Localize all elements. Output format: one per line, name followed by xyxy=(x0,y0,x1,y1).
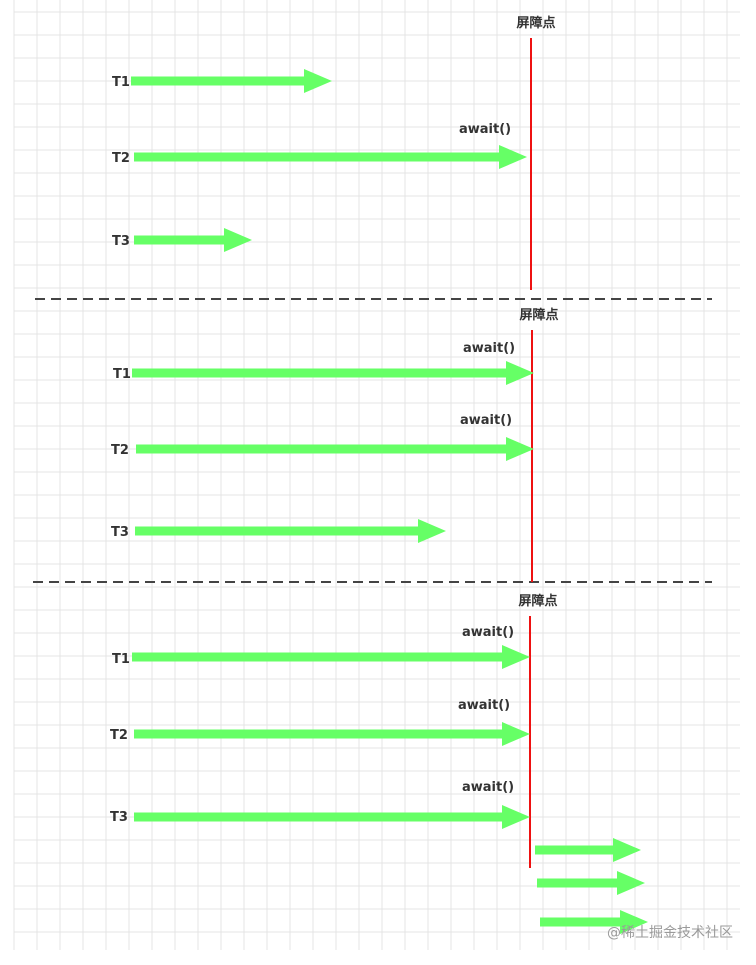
thread-arrow xyxy=(134,722,530,746)
thread-label: T1 xyxy=(112,75,130,90)
thread-arrow xyxy=(131,69,332,93)
thread-label: T2 xyxy=(112,151,130,166)
barrier-label: 屏障点 xyxy=(516,15,555,31)
released-arrow xyxy=(540,910,648,934)
await-label: await() xyxy=(463,341,515,356)
thread-label: T2 xyxy=(110,728,128,743)
thread-label: T3 xyxy=(110,810,128,825)
await-label: await() xyxy=(462,780,514,795)
thread-arrow xyxy=(134,805,530,829)
thread-arrow xyxy=(134,228,252,252)
barrier-label: 屏障点 xyxy=(518,593,557,609)
watermark: @稀土掘金技术社区 xyxy=(607,925,733,941)
thread-arrow xyxy=(132,361,534,385)
barrier-label: 屏障点 xyxy=(519,307,558,323)
released-arrow xyxy=(537,871,645,895)
thread-label: T1 xyxy=(113,367,131,382)
thread-arrow xyxy=(135,519,446,543)
thread-label: T3 xyxy=(112,234,130,249)
thread-label: T2 xyxy=(111,443,129,458)
thread-arrow xyxy=(136,437,534,461)
await-label: await() xyxy=(459,122,511,137)
grid-background xyxy=(13,0,740,950)
await-label: await() xyxy=(458,698,510,713)
await-label: await() xyxy=(462,625,514,640)
thread-arrow xyxy=(132,645,530,669)
thread-arrow xyxy=(134,145,527,169)
released-arrow xyxy=(535,838,641,862)
thread-label: T1 xyxy=(112,652,130,667)
await-label: await() xyxy=(460,413,512,428)
thread-label: T3 xyxy=(111,525,129,540)
